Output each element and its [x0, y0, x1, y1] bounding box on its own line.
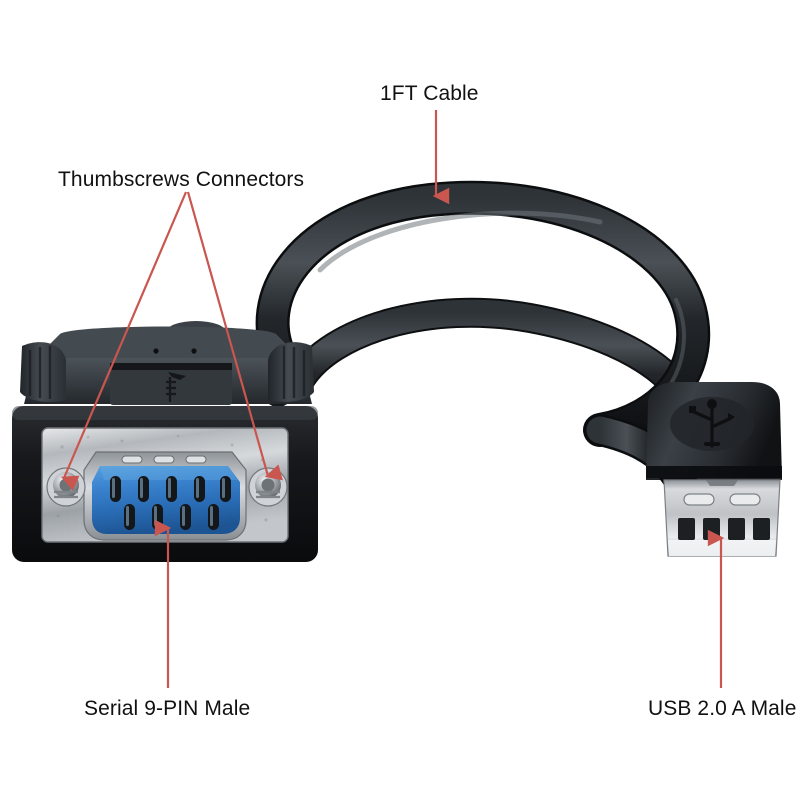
callout-label-thumbscrews: Thumbscrews Connectors: [58, 168, 305, 191]
db9-vent-hole: [191, 348, 197, 354]
db9-pin: [166, 476, 177, 502]
db9-vent-hole: [153, 348, 159, 354]
db9-pin: [208, 504, 219, 530]
usb-shield-notch: [706, 480, 738, 486]
leader-thumbscrew-right: [186, 191, 283, 481]
leader-thumbscrew-left: [60, 191, 188, 491]
annotation-leaders: [60, 110, 725, 688]
db9-pin: [194, 476, 205, 502]
callout-label-usb: USB 2.0 A Male: [648, 697, 797, 720]
db9-molded-mark: [166, 377, 176, 402]
usb-trident-icon: [689, 399, 735, 448]
db9-hood-grip-right: [268, 342, 314, 402]
db9-pin: [220, 476, 231, 502]
db9-shell-slots: [121, 455, 207, 464]
db9-pin: [138, 476, 149, 502]
db9-pin: [152, 504, 163, 530]
callout-label-serial: Serial 9-PIN Male: [84, 697, 251, 720]
callout-label-cable: 1FT Cable: [380, 82, 479, 105]
db9-serial-connector: [12, 321, 318, 562]
usb-shield-dimple: [683, 493, 715, 506]
db9-pin: [180, 504, 191, 530]
usb-a-connector: [646, 382, 782, 557]
db9-pin: [124, 504, 135, 530]
usb-shield-dimple: [729, 493, 761, 506]
db9-pin: [110, 476, 121, 502]
cable-assembly: [255, 180, 711, 516]
db9-hood-grip-left: [20, 342, 66, 402]
